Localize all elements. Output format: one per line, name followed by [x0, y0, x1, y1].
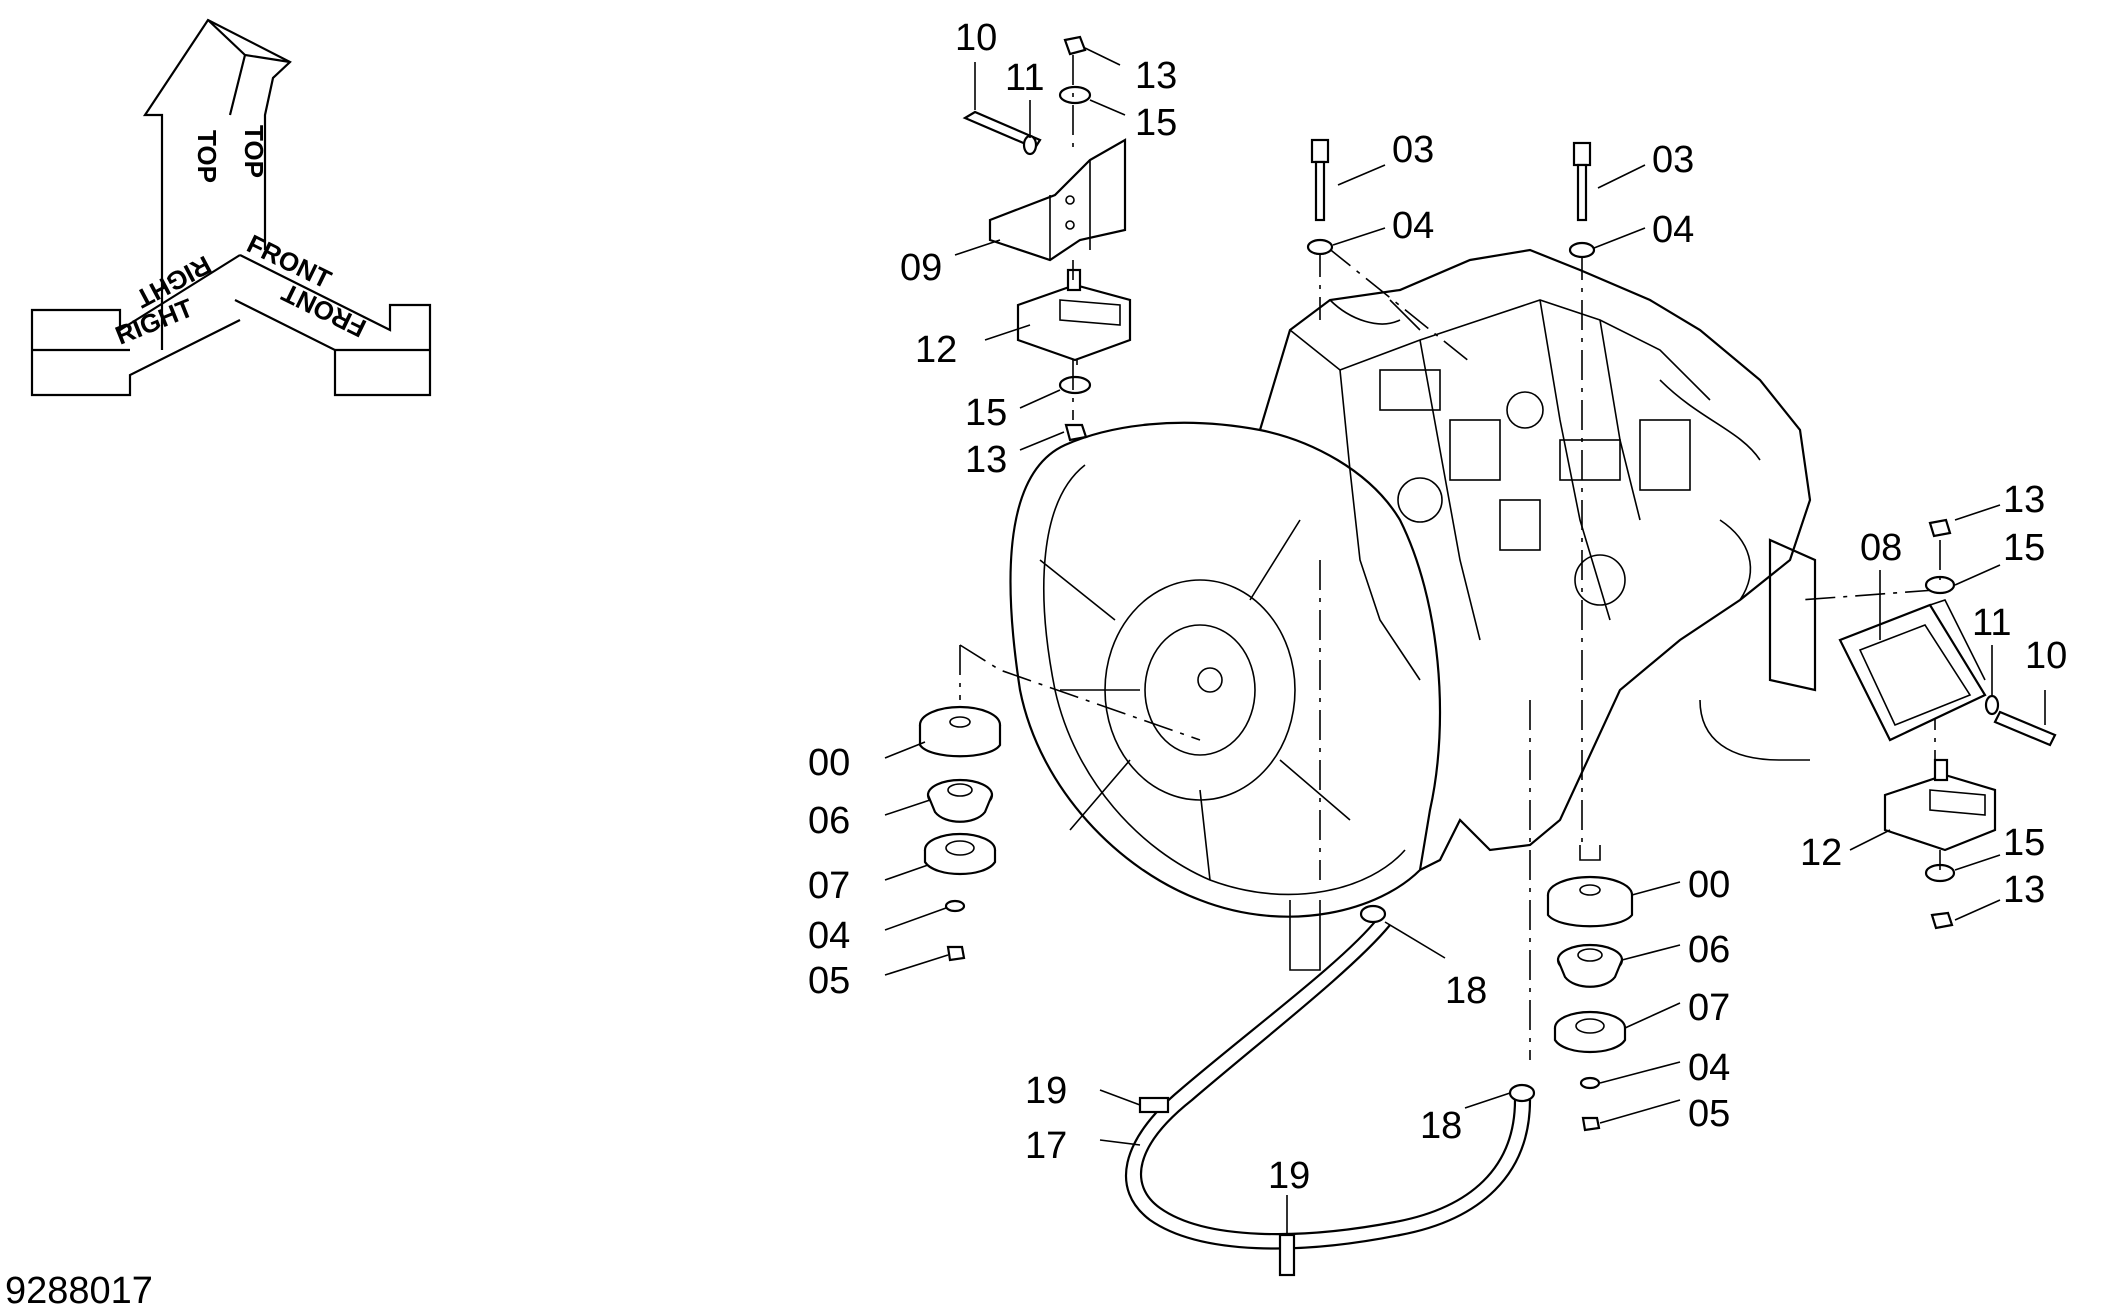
callout-04-right: 04 [1688, 1047, 1730, 1089]
callout-10-right: 10 [2025, 635, 2067, 677]
rubber-mount-12-left [1016, 268, 1132, 362]
callout-07-left: 07 [808, 865, 850, 907]
mount-06-right [1556, 943, 1624, 988]
cushion-00-left [918, 705, 1002, 758]
callout-13-top: 13 [1135, 55, 1177, 97]
callout-15-right: 15 [2003, 527, 2045, 569]
callout-12-right: 12 [1800, 832, 1842, 874]
callout-18-low: 18 [1420, 1105, 1462, 1147]
hose-end-18-top [1359, 904, 1387, 924]
orient-top-b: TOP [239, 125, 269, 178]
washer-04-right [1579, 1076, 1601, 1090]
callout-19-left: 19 [1025, 1070, 1067, 1112]
orientation-indicator: TOP TOP RIGHT RIGHT FRONT FRONT [30, 18, 432, 397]
nut-13-left [1064, 423, 1088, 442]
mount-06-left [926, 778, 994, 823]
clamp-19-left [1138, 1096, 1170, 1114]
callout-04-left: 04 [808, 915, 850, 957]
washer-15-right [1924, 575, 1956, 595]
washer-04-b [1568, 241, 1596, 259]
callout-10-top: 10 [955, 17, 997, 59]
bolt-10-right [1993, 710, 2057, 747]
fan [1039, 519, 1351, 881]
callout-03-a: 03 [1392, 129, 1434, 171]
callout-03-b: 03 [1652, 139, 1694, 181]
callout-19-bottom: 19 [1268, 1155, 1310, 1197]
washer-04-left [944, 899, 966, 913]
callout-05-right: 05 [1688, 1093, 1730, 1135]
callout-13-right-low: 13 [2003, 869, 2045, 911]
nut-13-right [1928, 518, 1952, 538]
bolt-03-b [1572, 141, 1592, 222]
callout-labels: 10 11 13 15 09 12 15 13 03 04 03 04 13 0… [808, 17, 2067, 1197]
callout-05-left: 05 [808, 960, 850, 1002]
washer-11-top [1022, 134, 1038, 156]
callout-15-top: 15 [1135, 102, 1177, 144]
callout-00-left: 00 [808, 742, 850, 784]
callout-06-right: 06 [1688, 929, 1730, 971]
hose-17 [1125, 917, 1532, 1250]
callout-11-top: 11 [1005, 57, 1044, 99]
washer-11-right [1984, 694, 2000, 716]
bracket-08 [1838, 599, 1987, 742]
engine-assembly [959, 246, 1936, 1060]
callout-15-right-low: 15 [2003, 822, 2045, 864]
nut-05-left [946, 945, 966, 962]
nut-05-right [1581, 1116, 1601, 1132]
callout-18-top: 18 [1445, 970, 1487, 1012]
leader-lines [884, 47, 2046, 1235]
washer-15-top [1058, 85, 1092, 105]
callout-09: 09 [900, 247, 942, 289]
mount-07-right [1553, 1010, 1627, 1054]
callout-04-a: 04 [1392, 205, 1434, 247]
callout-11-right: 11 [1972, 602, 2011, 644]
callout-08: 08 [1860, 527, 1902, 569]
orient-top-a: TOP [192, 130, 222, 183]
callout-07-right: 07 [1688, 987, 1730, 1029]
drawing-number: 9288017 [5, 1270, 153, 1312]
washer-15-left [1058, 375, 1092, 395]
callout-06-left: 06 [808, 800, 850, 842]
callout-15-left: 15 [965, 392, 1007, 434]
bolt-10-top [962, 110, 1042, 150]
clamp-19-bottom [1278, 1233, 1296, 1277]
cushion-00-right [1546, 875, 1634, 928]
nut-13-right-low [1930, 911, 1954, 930]
mount-07-left [923, 832, 997, 876]
hose-end-18-low [1508, 1083, 1536, 1103]
bolt-03-a [1310, 138, 1330, 222]
washer-04-a [1306, 238, 1334, 256]
nut-13-top [1063, 35, 1087, 56]
callout-04-b: 04 [1652, 209, 1694, 251]
callout-12-left: 12 [915, 329, 957, 371]
callout-13-left: 13 [965, 439, 1007, 481]
bracket-09 [988, 138, 1127, 262]
callout-17: 17 [1025, 1125, 1067, 1167]
callout-00-right: 00 [1688, 864, 1730, 906]
rubber-mount-12-right [1883, 758, 1997, 852]
callout-13-right: 13 [2003, 479, 2045, 521]
